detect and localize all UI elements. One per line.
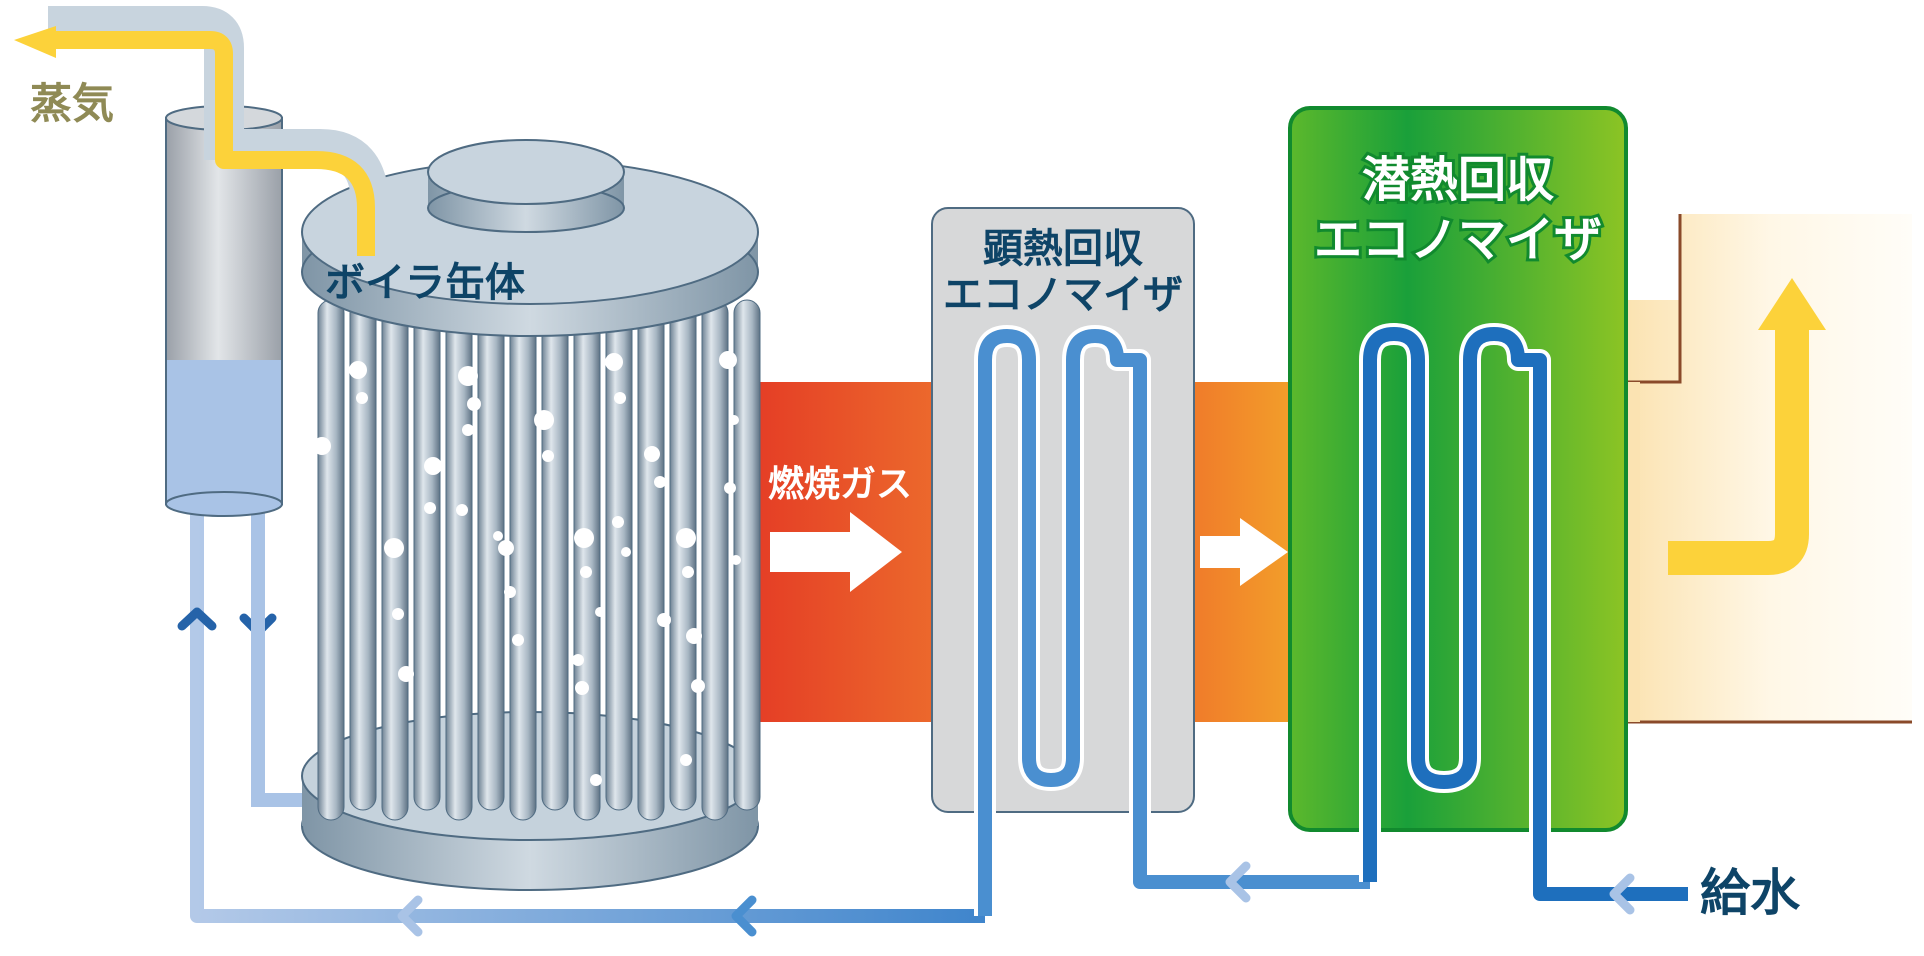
bubble bbox=[691, 679, 705, 693]
bubble bbox=[462, 424, 474, 436]
latent-econ-label-line2: エコノマイザ bbox=[1314, 212, 1602, 268]
bubble bbox=[680, 754, 692, 766]
bubble bbox=[614, 392, 626, 404]
bubble bbox=[498, 540, 514, 556]
water-bubbles bbox=[313, 351, 741, 786]
boiler-tube bbox=[573, 299, 601, 821]
gas-flow-arrow-1 bbox=[770, 512, 902, 592]
bubble bbox=[572, 654, 584, 666]
bubble bbox=[356, 392, 368, 404]
bubble bbox=[686, 628, 702, 644]
boiler-body bbox=[301, 139, 761, 891]
gas-flow-arrow-2 bbox=[1200, 518, 1288, 586]
bubble bbox=[512, 634, 524, 646]
bubble bbox=[729, 415, 739, 425]
flow-chevrons bbox=[177, 607, 1635, 937]
exhaust-flow-arrow bbox=[1668, 278, 1826, 575]
boiler-label: ボイラ缶体 bbox=[325, 260, 525, 306]
bubble bbox=[575, 681, 589, 695]
boiler-tube bbox=[541, 299, 569, 811]
feed-water-label: 給水 bbox=[1700, 864, 1801, 922]
bubble bbox=[313, 437, 331, 455]
bubble bbox=[534, 410, 554, 430]
downcomer-pipe bbox=[251, 505, 320, 807]
bubble bbox=[621, 547, 631, 557]
steam-arrowhead bbox=[14, 26, 56, 58]
boiler-tube bbox=[381, 299, 409, 821]
sensible-econ-label-line2: エコノマイザ bbox=[943, 272, 1183, 318]
bubble bbox=[605, 353, 623, 371]
bubble bbox=[349, 361, 367, 379]
latent-econ-coil bbox=[1359, 323, 1688, 905]
boiler-tube bbox=[477, 299, 505, 811]
bubble bbox=[731, 555, 741, 565]
bubble bbox=[644, 446, 660, 462]
bubble bbox=[580, 566, 592, 578]
bubble bbox=[398, 666, 414, 682]
bubble bbox=[719, 351, 737, 369]
bubble bbox=[424, 457, 442, 475]
bubble bbox=[682, 566, 694, 578]
boiler-tube bbox=[701, 299, 729, 821]
steam-pipe bbox=[14, 6, 389, 256]
bubble bbox=[595, 607, 605, 617]
boiler-tubes bbox=[317, 299, 761, 821]
bubble bbox=[590, 774, 602, 786]
bubble bbox=[456, 504, 468, 516]
boiler-tube bbox=[317, 299, 345, 821]
bubble bbox=[542, 450, 554, 462]
boiler-tube bbox=[509, 299, 537, 821]
bubble bbox=[467, 397, 481, 411]
bubble bbox=[724, 482, 736, 494]
bubble bbox=[493, 531, 503, 541]
bubble bbox=[612, 516, 624, 528]
steam-label: 蒸気 bbox=[30, 79, 114, 128]
steam-drum bbox=[165, 105, 283, 517]
bubble bbox=[392, 608, 404, 620]
bubble bbox=[654, 476, 666, 488]
sensible-econ-label-line1: 顕熱回収 bbox=[983, 226, 1143, 272]
boiler-tube bbox=[637, 299, 665, 821]
boiler-tube bbox=[733, 299, 761, 811]
bubble bbox=[657, 613, 671, 627]
boiler-tube bbox=[669, 299, 697, 811]
bubble bbox=[458, 366, 478, 386]
latent-econ-label-line1: 潜熱回収 bbox=[1362, 152, 1554, 208]
sensible-econ-coil bbox=[974, 325, 1370, 916]
combustion-gas-label: 燃焼ガス bbox=[768, 464, 912, 505]
bubble bbox=[384, 538, 404, 558]
boiler-tube bbox=[413, 299, 441, 811]
bubble bbox=[504, 586, 516, 598]
bubble bbox=[424, 502, 436, 514]
bubble bbox=[676, 528, 696, 548]
exhaust-stack bbox=[1628, 214, 1912, 724]
bubble bbox=[574, 528, 594, 548]
